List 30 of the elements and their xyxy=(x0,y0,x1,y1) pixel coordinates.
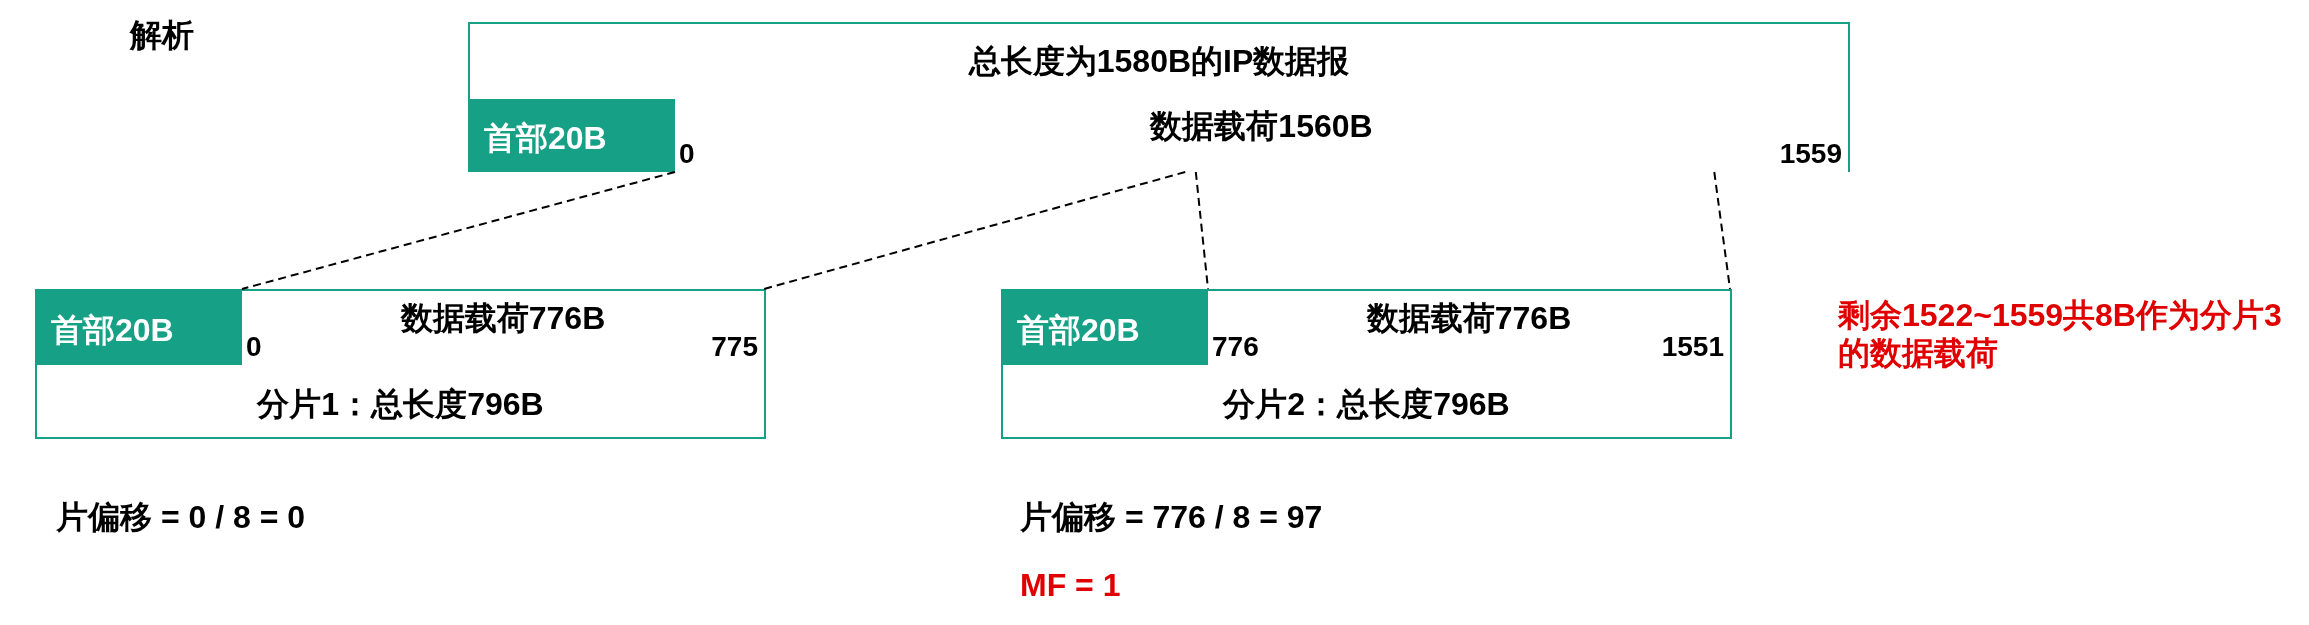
offset-number: 0 xyxy=(679,138,695,170)
header-box xyxy=(1003,291,1208,365)
payload-label: 数据载荷776B xyxy=(1366,299,1572,338)
dashed-line xyxy=(241,171,676,290)
header-label: 首部20B xyxy=(1017,311,1140,350)
fragment-box xyxy=(1001,289,1732,439)
datagram-box xyxy=(468,22,1850,172)
heading: 解析 xyxy=(130,16,194,55)
header-label: 首部20B xyxy=(51,311,174,350)
header-box xyxy=(37,291,242,365)
fragment-box xyxy=(35,289,766,439)
offset-number: 1551 xyxy=(1661,331,1724,363)
dashed-line xyxy=(1194,171,1209,290)
dashed-line xyxy=(1713,171,1731,290)
header-label: 首部20B xyxy=(484,119,607,158)
offset-number: 0 xyxy=(246,331,262,363)
payload-label: 数据载荷1560B xyxy=(1150,107,1373,146)
formula: 片偏移 = 0 / 8 = 0 xyxy=(56,498,305,537)
dashed-line xyxy=(763,171,1187,290)
header-box xyxy=(470,99,675,172)
payload-label: 数据载荷776B xyxy=(400,299,606,338)
offset-number: 775 xyxy=(711,331,758,363)
note: 剩余1522~1559共8B作为分片3的数据载荷 xyxy=(1838,296,2283,373)
formula: MF = 1 xyxy=(1020,567,1121,604)
fragment-title: 分片1：总长度796B xyxy=(257,385,544,424)
fragment-title: 分片2：总长度796B xyxy=(1223,385,1510,424)
offset-number: 1559 xyxy=(1779,138,1842,170)
datagram-title: 总长度为1580B的IP数据报 xyxy=(968,42,1350,81)
offset-number: 776 xyxy=(1212,331,1259,363)
formula: 片偏移 = 776 / 8 = 97 xyxy=(1020,498,1323,537)
